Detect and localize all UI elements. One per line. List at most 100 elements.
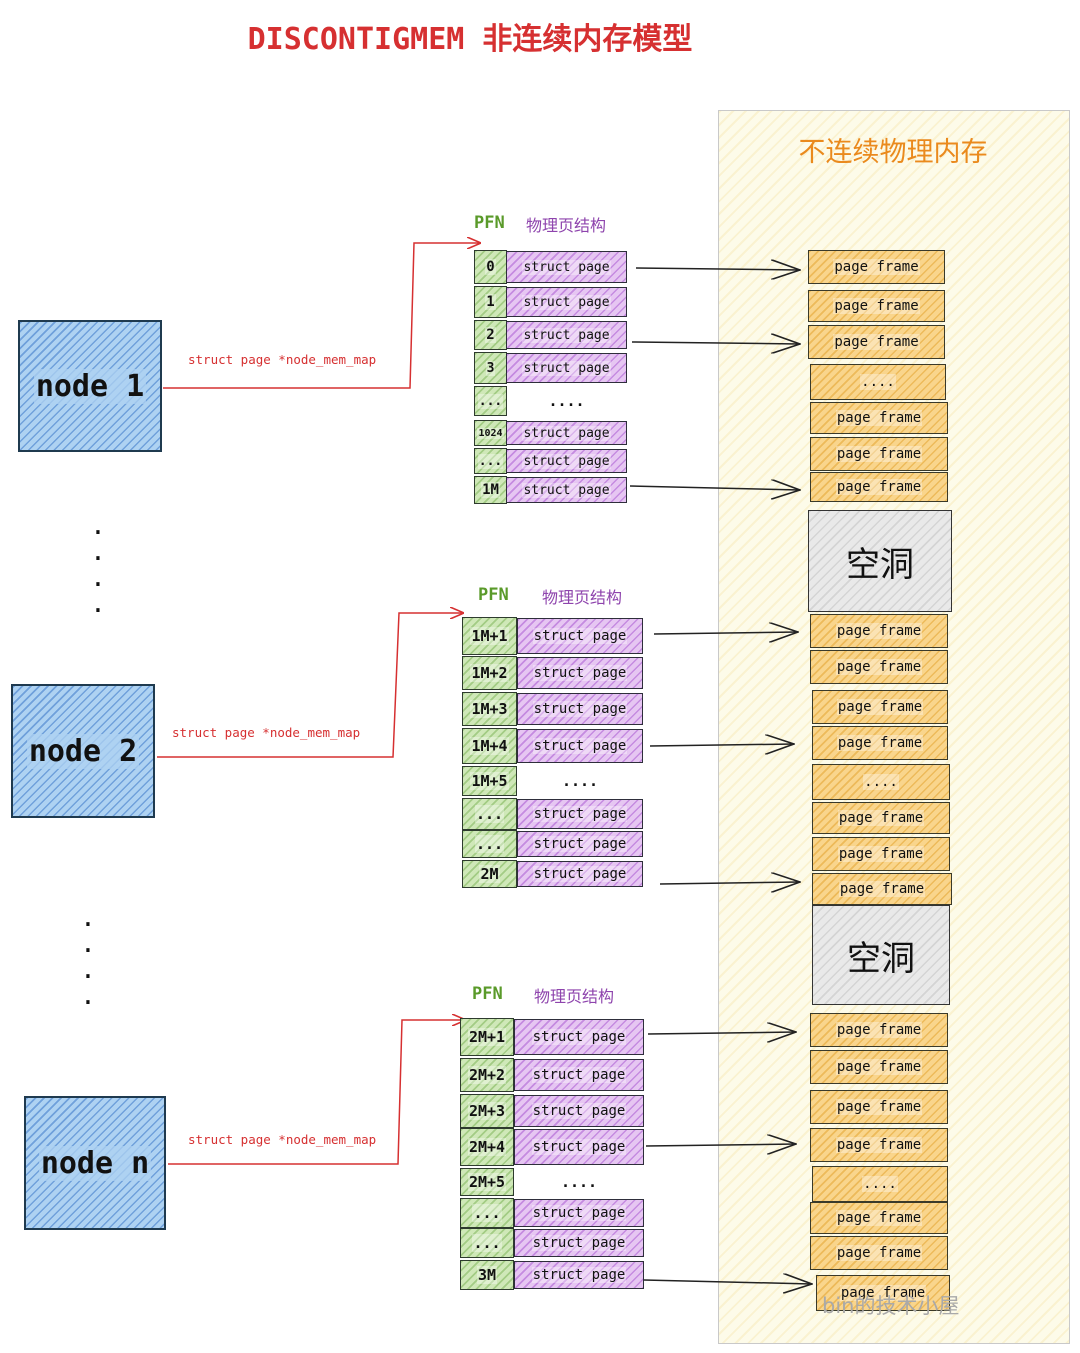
pfn-header: PFN bbox=[478, 585, 509, 605]
struct-page-header: 物理页结构 bbox=[542, 588, 623, 607]
struct-page-cell: struct page bbox=[514, 1199, 644, 1227]
struct-page-cell: struct page bbox=[514, 1229, 644, 1257]
struct-page-header: 物理页结构 bbox=[534, 987, 615, 1006]
page-frame: page frame bbox=[812, 837, 950, 871]
struct-page-cell: struct page bbox=[506, 251, 627, 283]
page-frame: page frame bbox=[810, 437, 948, 471]
node-mem-map-arrow bbox=[163, 243, 480, 389]
struct-page-to-frame-arrow bbox=[629, 486, 800, 490]
page-frame-ellipsis: .... bbox=[812, 1166, 948, 1202]
node-box-1: node 1 bbox=[18, 320, 162, 452]
pfn-cell: 1M bbox=[474, 476, 507, 504]
page-title: DISCONTIGMEM 非连续内存模型 bbox=[247, 22, 693, 57]
vertical-ellipsis-dot: · bbox=[90, 544, 106, 574]
struct-page-header: 物理页结构 bbox=[526, 216, 607, 235]
page-frame: page frame bbox=[816, 1275, 950, 1311]
page-frame: page frame bbox=[812, 690, 948, 724]
pfn-cell: 2M+3 bbox=[460, 1094, 514, 1128]
pfn-cell: 2M+4 bbox=[460, 1128, 514, 1166]
struct-page-to-frame-arrow bbox=[645, 1144, 796, 1146]
pfn-cell: ... bbox=[462, 798, 517, 830]
struct-page-ellipsis: .... bbox=[548, 392, 585, 410]
struct-page-cell: struct page bbox=[514, 1129, 644, 1165]
page-frame: page frame bbox=[808, 325, 945, 359]
pfn-cell: 1M+2 bbox=[462, 656, 517, 690]
struct-page-to-frame-arrow bbox=[649, 744, 794, 746]
vertical-ellipsis-dot: · bbox=[80, 988, 96, 1018]
node-box-3: node n bbox=[24, 1096, 166, 1230]
struct-page-cell: struct page bbox=[517, 693, 643, 725]
page-frame: page frame bbox=[812, 726, 948, 760]
pfn-cell: ... bbox=[474, 386, 507, 416]
node-mem-map-pointer-label: struct page *node_mem_map bbox=[188, 352, 377, 367]
page-frame: page frame bbox=[810, 650, 948, 684]
page-frame: page frame bbox=[808, 250, 945, 284]
page-frame-ellipsis: .... bbox=[810, 364, 946, 400]
pfn-header: PFN bbox=[472, 984, 503, 1004]
page-frame: page frame bbox=[810, 1050, 948, 1084]
memory-hole: 空洞 bbox=[808, 510, 952, 612]
node-mem-map-arrow bbox=[168, 1020, 465, 1165]
vertical-ellipsis-dot: · bbox=[80, 962, 96, 992]
pfn-cell: ... bbox=[460, 1198, 514, 1228]
node-mem-map-pointer-label: struct page *node_mem_map bbox=[172, 725, 361, 740]
pfn-cell: 3 bbox=[474, 352, 507, 384]
struct-page-to-frame-arrow bbox=[643, 1280, 812, 1284]
page-frame: page frame bbox=[810, 614, 948, 648]
struct-page-ellipsis: .... bbox=[561, 772, 599, 790]
struct-page-to-frame-arrow bbox=[635, 268, 800, 270]
pfn-cell: 1 bbox=[474, 286, 507, 318]
pfn-cell: 1M+5 bbox=[462, 766, 517, 796]
struct-page-to-frame-arrow bbox=[653, 632, 798, 634]
page-frame: page frame bbox=[810, 1013, 948, 1047]
struct-page-cell: struct page bbox=[517, 729, 643, 763]
struct-page-cell: struct page bbox=[506, 421, 627, 445]
region-title: 不连续物理内存 bbox=[798, 137, 988, 168]
pfn-header: PFN bbox=[474, 213, 505, 233]
pfn-cell: 1024 bbox=[474, 420, 507, 446]
page-frame: page frame bbox=[812, 802, 950, 834]
struct-page-to-frame-arrow bbox=[631, 342, 800, 344]
struct-page-cell: struct page bbox=[506, 353, 627, 383]
struct-page-to-frame-arrow bbox=[647, 1032, 796, 1034]
page-frame: page frame bbox=[810, 1236, 948, 1270]
page-frame: page frame bbox=[810, 402, 948, 434]
struct-page-cell: struct page bbox=[514, 1261, 644, 1289]
pfn-cell: 2M bbox=[462, 860, 517, 888]
node-mem-map-pointer-label: struct page *node_mem_map bbox=[188, 1132, 377, 1147]
pfn-cell: 0 bbox=[474, 250, 507, 284]
node-label: node 1 bbox=[33, 368, 147, 404]
struct-page-cell: struct page bbox=[506, 477, 627, 503]
pfn-cell: 2M+5 bbox=[460, 1168, 514, 1196]
page-frame-ellipsis: .... bbox=[812, 764, 950, 800]
pfn-cell: 1M+3 bbox=[462, 692, 517, 726]
pfn-cell: 1M+1 bbox=[462, 617, 517, 655]
struct-page-cell: struct page bbox=[514, 1095, 644, 1127]
struct-page-cell: struct page bbox=[506, 287, 627, 317]
vertical-ellipsis-dot: · bbox=[80, 936, 96, 966]
vertical-ellipsis-dot: · bbox=[80, 910, 96, 940]
pfn-cell: 2M+1 bbox=[460, 1018, 514, 1056]
pfn-cell: 3M bbox=[460, 1260, 514, 1290]
page-frame: page frame bbox=[812, 873, 952, 905]
struct-page-cell: struct page bbox=[517, 861, 643, 887]
page-frame: page frame bbox=[810, 1128, 948, 1162]
vertical-ellipsis-dot: · bbox=[90, 518, 106, 548]
struct-page-cell: struct page bbox=[506, 449, 627, 473]
pfn-cell: ... bbox=[462, 830, 517, 858]
pfn-cell: 2M+2 bbox=[460, 1058, 514, 1092]
node-box-2: node 2 bbox=[11, 684, 155, 818]
page-frame: page frame bbox=[808, 290, 945, 322]
pfn-cell: 1M+4 bbox=[462, 728, 517, 764]
node-mem-map-arrow bbox=[157, 613, 463, 758]
watermark: bin的技术小屋 bbox=[822, 1294, 960, 1318]
node-label: node 2 bbox=[26, 733, 140, 769]
node-label: node n bbox=[38, 1145, 152, 1181]
pfn-cell: ... bbox=[474, 448, 507, 474]
struct-page-cell: struct page bbox=[506, 321, 627, 349]
struct-page-cell: struct page bbox=[514, 1059, 644, 1091]
struct-page-cell: struct page bbox=[517, 657, 643, 689]
pfn-cell: 2 bbox=[474, 320, 507, 350]
struct-page-cell: struct page bbox=[514, 1019, 644, 1055]
